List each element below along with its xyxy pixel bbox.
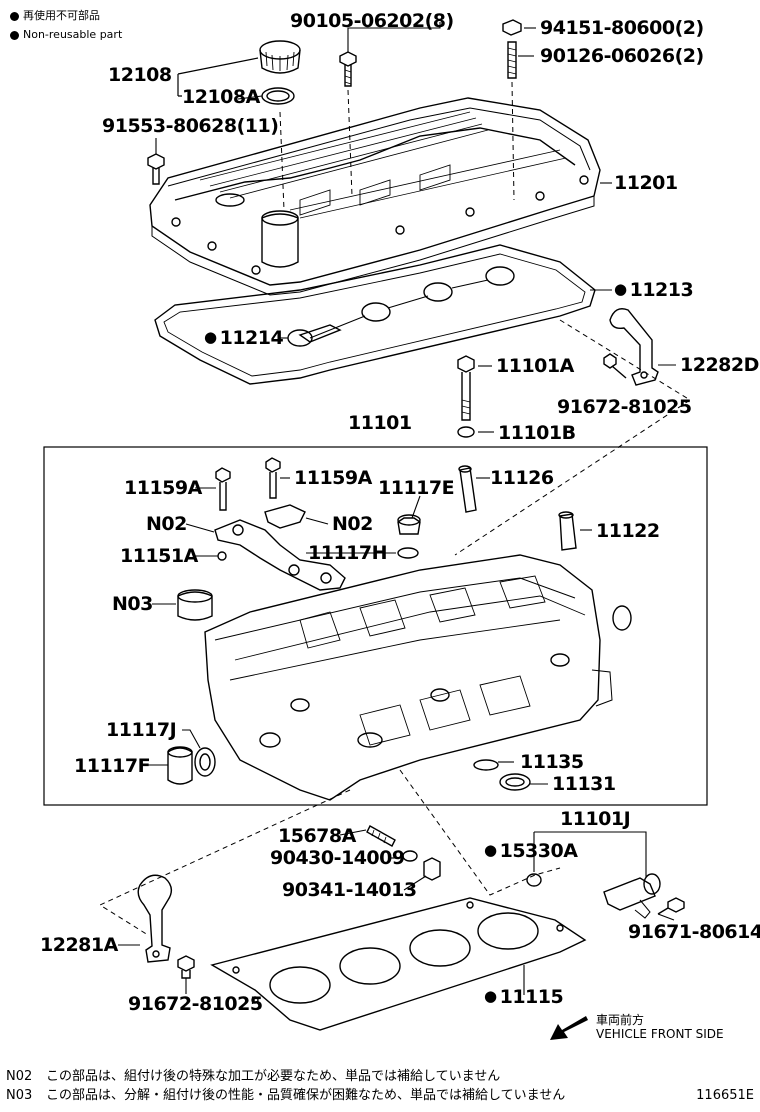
footnote-code: N02 — [6, 1069, 33, 1084]
part-label-90105: 90105-06202(8) — [290, 10, 454, 32]
seal-11131 — [499, 773, 531, 791]
part-label-11159A-right: 11159A — [294, 467, 372, 489]
footnote-code: N03 — [6, 1088, 33, 1103]
bolt-91672-upper — [603, 353, 627, 379]
guide-11122 — [558, 511, 577, 551]
part-label-11101J: 11101J — [560, 808, 631, 830]
footnote-text: この部品は、分解・組付け後の性能・品質確保が困難なため、単品では補給していません — [46, 1088, 566, 1103]
vehicle-front-label: 車両前方 VEHICLE FRONT SIDE — [596, 1013, 724, 1042]
stud-15678A — [366, 825, 396, 847]
cylinder-head-group-frame — [43, 446, 708, 806]
footnote-text: この部品は、組付け後の特殊な加工が必要なため、単品では補給していません — [46, 1069, 501, 1084]
spark-plug-tube-gaskets — [287, 266, 515, 347]
legend-en-text: Non-reusable part — [23, 28, 123, 41]
part-label-N02-right: N02 — [332, 513, 373, 535]
part-label-11117H: 11117H — [308, 542, 388, 564]
part-label-12282D: 12282D — [680, 354, 759, 376]
part-label-91672-lower: 91672-81025 — [128, 993, 263, 1015]
pin-11151A — [217, 551, 227, 561]
part-label-90430: 90430-14009 — [270, 847, 405, 869]
part-label-15678A: 15678A — [278, 825, 356, 847]
plug-11117F — [167, 746, 193, 785]
part-label-12108: 12108 — [108, 64, 172, 86]
bolt-91672-lower — [177, 955, 195, 979]
filler-cap-gasket — [261, 87, 295, 105]
part-label-90126: 90126-06026(2) — [540, 45, 704, 67]
head-cover-gasket — [154, 244, 596, 385]
part-label-91671: 91671-80614 — [628, 921, 760, 943]
gasket-11117H — [397, 547, 419, 559]
part-label-11117F: 11117F — [74, 755, 151, 777]
part-label-94151: 94151-80600(2) — [540, 17, 704, 39]
footnote-N02: N02 この部品は、組付け後の特殊な加工が必要なため、単品では補給していません — [6, 1070, 500, 1083]
bolt-91671 — [657, 897, 685, 915]
bolt-11159A-left — [215, 467, 231, 511]
sleeve-N03 — [177, 589, 213, 621]
part-label-90341: 90341-14013 — [282, 879, 417, 901]
part-label-11201: 11201 — [614, 172, 678, 194]
plug-90341 — [423, 857, 441, 881]
bolt-91553 — [147, 153, 165, 185]
legend-japanese: 再使用不可部品 — [10, 10, 100, 21]
part-label-11213: 11213 — [614, 281, 694, 300]
cylinder-head-gasket — [210, 897, 587, 1031]
part-label-91672-upper: 91672-81025 — [557, 396, 692, 418]
bolt-90105 — [339, 51, 357, 87]
part-label-91553: 91553-80628(11) — [102, 115, 279, 137]
part-label-11122: 11122 — [596, 520, 660, 542]
stud-90126 — [507, 41, 517, 79]
legend-english: Non-reusable part — [10, 29, 122, 40]
nut-94151 — [502, 19, 522, 36]
figure-id: 116651E — [696, 1088, 754, 1103]
part-label-11117E: 11117E — [378, 477, 455, 499]
part-label-12281A: 12281A — [40, 934, 118, 956]
footnote-N03: N03 この部品は、分解・組付け後の性能・品質確保が困難なため、単品では補給してい… — [6, 1089, 565, 1102]
engine-hanger-bracket-front — [137, 874, 173, 963]
part-label-11101B: 11101B — [498, 422, 576, 444]
vehicle-front-en: VEHICLE FRONT SIDE — [596, 1026, 724, 1041]
part-label-11101: 11101 — [348, 412, 412, 434]
guide-11126 — [458, 465, 477, 513]
front-direction-arrow — [550, 1016, 588, 1040]
part-label-N02-left: N02 — [146, 513, 187, 535]
part-label-11131: 11131 — [552, 773, 616, 795]
gasket-90430 — [402, 850, 418, 862]
vehicle-front-jp: 車両前方 — [596, 1013, 645, 1027]
part-label-12108A: 12108A — [182, 86, 260, 108]
camshaft-bearing-cap — [214, 504, 346, 591]
part-label-11135: 11135 — [520, 751, 584, 773]
part-label-11159A-left: 11159A — [124, 477, 202, 499]
bullet-icon — [10, 30, 19, 40]
oil-control-valve-11101J — [603, 873, 661, 919]
oring-15330A — [526, 873, 542, 887]
bolt-11159A-right — [265, 457, 281, 499]
part-label-15330A: 15330A — [484, 842, 578, 861]
plug-11117E — [397, 514, 421, 535]
cylinder-head-body — [204, 554, 632, 801]
washer-11101B — [457, 426, 475, 438]
part-label-11151A: 11151A — [120, 545, 198, 567]
part-label-11214: 11214 — [204, 329, 284, 348]
legend-jp-text: 再使用不可部品 — [23, 9, 100, 22]
part-label-N03: N03 — [112, 593, 153, 615]
gasket-11117J — [194, 747, 216, 777]
ring-11135 — [473, 759, 499, 771]
part-label-11115: 11115 — [484, 988, 564, 1007]
engine-hanger-bracket-rear — [609, 308, 659, 386]
part-label-11101A: 11101A — [496, 355, 574, 377]
bullet-icon — [10, 11, 19, 21]
part-label-11126: 11126 — [490, 467, 554, 489]
cylinder-head-cover — [149, 97, 601, 296]
oil-filler-cap — [259, 40, 301, 74]
head-bolt-11101A — [457, 355, 475, 421]
part-label-11117J: 11117J — [106, 719, 177, 741]
